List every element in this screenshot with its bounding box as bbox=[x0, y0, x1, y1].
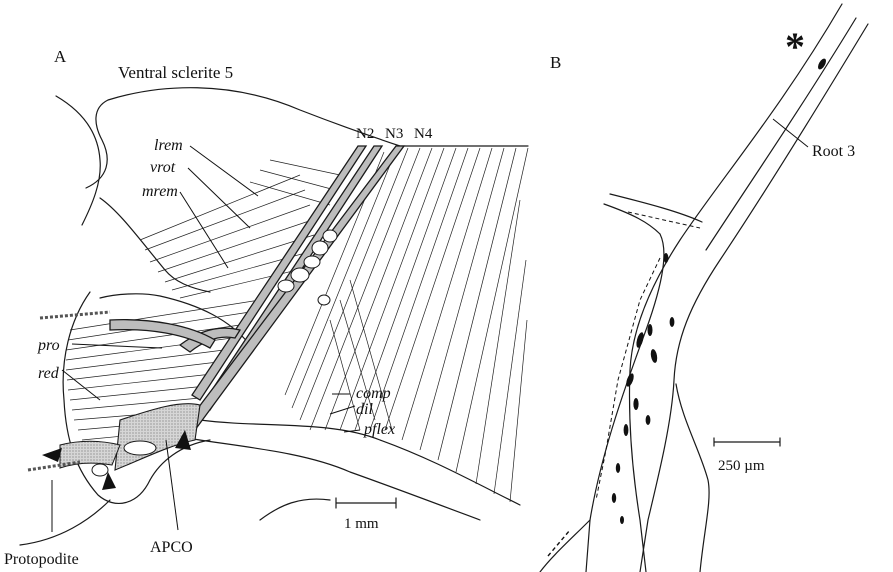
nerve-label-n2: N2 bbox=[356, 126, 374, 142]
muscle-label-mrem: mrem bbox=[142, 183, 178, 200]
muscle-label-vrot: vrot bbox=[150, 159, 176, 176]
scale-bar-b bbox=[714, 438, 780, 446]
muscle-label-dil: dil bbox=[356, 401, 373, 418]
panel-b-drawing bbox=[540, 4, 868, 572]
panel-a-drawing bbox=[20, 88, 528, 545]
muscle-label-pro: pro bbox=[37, 337, 60, 354]
panel-b-letter: B bbox=[550, 53, 561, 72]
protopodite-label: Protopodite bbox=[4, 551, 79, 568]
muscle-label-comp: comp bbox=[356, 385, 391, 402]
nerve-label-n3: N3 bbox=[385, 126, 403, 142]
nerve-label-n4: N4 bbox=[414, 126, 433, 142]
ventral-sclerite-label: Ventral sclerite 5 bbox=[118, 63, 233, 82]
scale-label-a: 1 mm bbox=[344, 516, 379, 532]
apco-label: APCO bbox=[150, 539, 193, 556]
muscle-label-red: red bbox=[38, 365, 60, 382]
root-3-label: Root 3 bbox=[812, 143, 855, 160]
asterisk-marker: * bbox=[785, 24, 805, 69]
scale-label-b: 250 µm bbox=[718, 458, 765, 474]
muscle-label-pflex: pflex bbox=[363, 421, 395, 438]
muscle-label-lrem: lrem bbox=[154, 137, 183, 154]
scale-bar-a bbox=[336, 498, 396, 508]
panel-a-letter: A bbox=[54, 47, 67, 66]
